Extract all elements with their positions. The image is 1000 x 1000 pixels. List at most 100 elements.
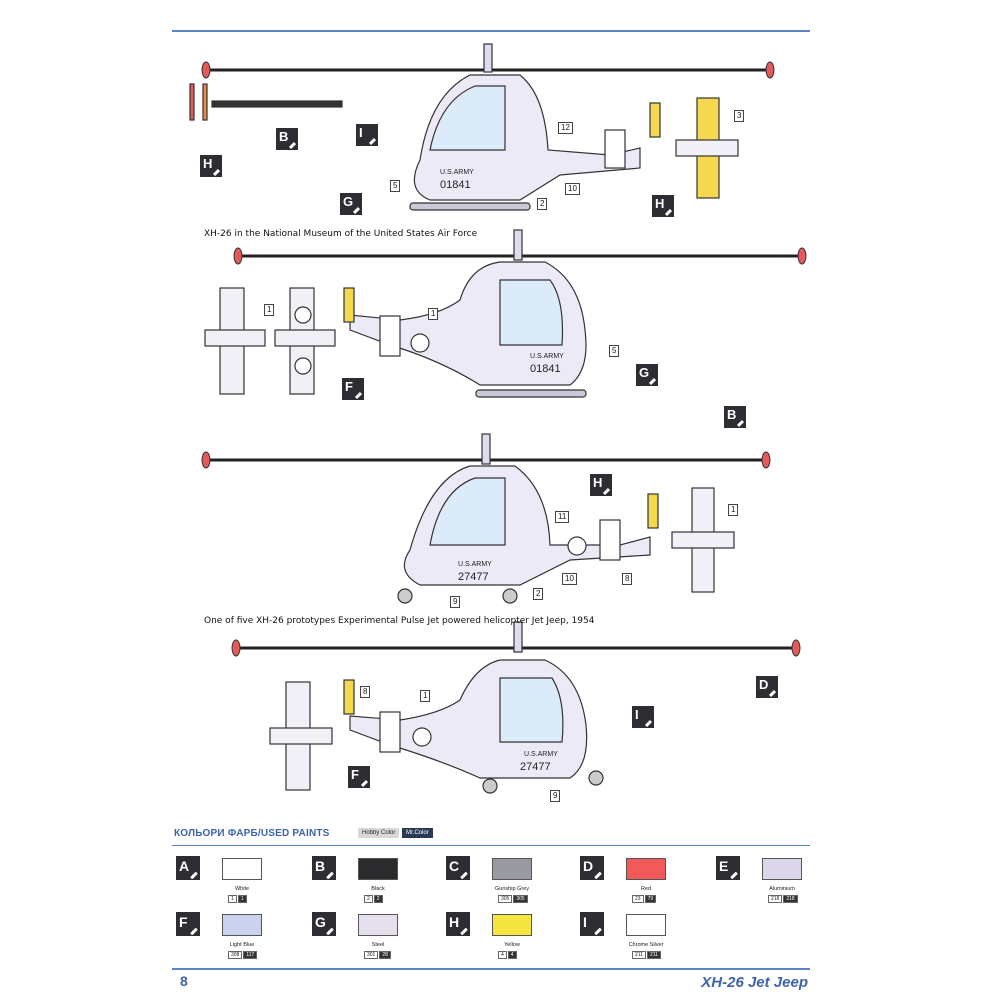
caption-prototype: One of five XH-26 prototypes Experimenta… [204,616,595,626]
bottom-rule [172,968,810,970]
color-swatch [626,914,666,936]
marker-g-2: G [636,364,658,386]
hobby-code: 218 [768,895,783,903]
brush-icon [190,927,198,936]
hobby-code: 1 [228,895,237,903]
paint-letter: C [446,856,470,880]
document-title: XH-26 Jet Jeep [701,974,808,991]
marker-g: G [340,193,362,215]
serial-4-number: 27477 [520,761,551,773]
callout-9: 9 [450,596,461,608]
paint-name: Gunship Grey [495,886,529,892]
legend-mr-color: Mr.Color [402,828,433,838]
profile-3: U.S.ARMY 27477 [201,433,771,604]
hobby-code: 2 [364,895,373,903]
mr-code: 211 [646,951,661,959]
mr-code: 218 [783,895,798,903]
serial-3-army: U.S.ARMY [458,561,492,568]
paints-title: КОЛЬОРИ ФАРБ/USED PAINTS [174,828,330,839]
page-number: 8 [180,973,188,989]
paint-name: Red [640,886,652,892]
profile-2: U.S.ARMY 01841 [204,229,807,398]
mr-code: 28 [379,951,391,959]
callout-10: 10 [565,183,580,195]
paint-name: Yellow [504,942,520,948]
callout-2-b: 2 [533,588,544,600]
brush-icon [190,871,198,880]
paint-letter: I [580,912,604,936]
hobby-code: 308 [228,951,243,959]
paint-name: Steel [371,942,385,948]
brush-icon [730,871,738,880]
mr-code: 305 [513,895,528,903]
serial-2-army: U.S.ARMY [530,353,564,360]
callout-5-b: 5 [609,345,620,357]
paint-letter: A [176,856,200,880]
serial-3-number: 27477 [458,571,489,583]
marker-h: H [200,155,222,177]
paint-letter: G [312,912,336,936]
hobby-code: 305 [498,895,513,903]
hobby-code: 211 [632,951,646,959]
color-swatch [222,914,262,936]
callout-1: 1 [264,304,275,316]
paint-name: White [234,886,250,892]
marker-f: F [342,378,364,400]
callout-2: 2 [537,198,548,210]
brush-icon [594,871,602,880]
callout-3: 3 [734,110,745,122]
mr-code: 4 [507,951,517,959]
top-rule [172,30,810,32]
color-swatch [358,914,398,936]
callout-8: 8 [622,573,633,585]
brush-icon [460,871,468,880]
serial-1-number: 01841 [440,179,471,191]
marker-i-2: I [632,706,654,728]
paint-letter: D [580,856,604,880]
callout-11: 11 [555,511,570,523]
brush-icon [326,871,334,880]
marker-b-2: B [724,406,746,428]
marker-f-2: F [348,766,370,788]
color-swatch [222,858,262,880]
brush-icon [460,927,468,936]
mr-code: 1 [237,895,247,903]
marker-i: I [356,124,378,146]
paint-letter: F [176,912,200,936]
callout-1-d: 1 [420,690,431,702]
callout-5: 5 [390,180,401,192]
color-swatch [492,914,532,936]
marker-h-2: H [652,195,674,217]
hobby-code: 4 [498,951,507,959]
callout-1-b: 1 [428,308,439,320]
serial-2-number: 01841 [530,363,561,375]
serial-1-army: U.S.ARMY [440,169,474,176]
serial-4-army: U.S.ARMY [524,751,558,758]
paint-name: Chrome Silver [628,942,664,948]
mr-code: 79 [644,895,657,903]
profile-4: U.S.ARMY 27477 [231,621,801,794]
color-swatch [492,858,532,880]
brush-icon [326,927,334,936]
callout-1-c: 1 [728,504,739,516]
callout-10-b: 10 [562,573,577,585]
hobby-code: 23 [632,895,644,903]
color-swatch [626,858,666,880]
mr-code: 117 [243,951,258,959]
legend-hobby-color: Hobby Color [358,828,400,838]
